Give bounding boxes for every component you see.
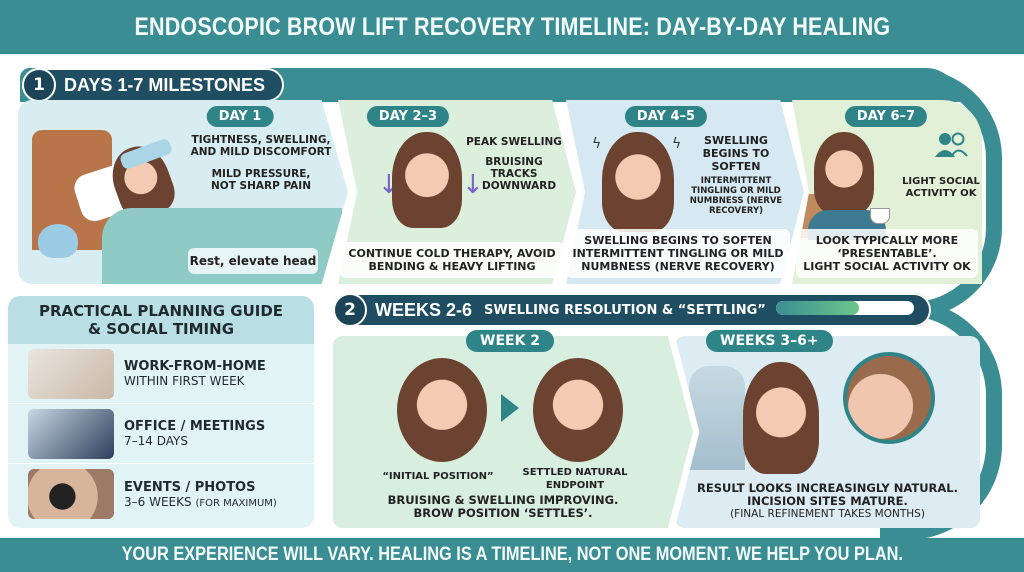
section-number: 2 — [333, 293, 367, 327]
coffee-cup-icon — [870, 208, 890, 224]
footer-banner: YOUR EXPERIENCE WILL VARY. HEALING IS A … — [0, 538, 1024, 572]
after-label: SETTLED NATURAL ENDPOINT — [522, 467, 628, 491]
page-title: ENDOSCOPIC BROW LIFT RECOVERY TIMELINE: … — [134, 12, 890, 41]
planning-item-detail-main: 3–6 WEEKS — [124, 494, 192, 509]
planning-item: EVENTS / PHOTOS 3–6 WEEKS (FOR MAXIMUM) — [8, 464, 314, 524]
day-1-caption: Rest, elevate head — [188, 248, 318, 274]
planning-item: WORK-FROM-HOME WITHIN FIRST WEEK — [8, 344, 314, 404]
day-6-7-panel: DAY 6–7 LIGHT SOCIAL ACTIVITY OK LOOK TY… — [792, 100, 982, 284]
day-caption: LOOK TYPICALLY MORE ‘PRESENTABLE’. LIGHT… — [796, 229, 978, 278]
day-1-panel: DAY 1 TIGHTNESS, SWELLING, AND MILD DISC… — [18, 100, 348, 284]
tingle-icon: ϟ — [672, 136, 682, 152]
work-from-home-photo — [28, 348, 114, 399]
caption-line: LOOK TYPICALLY MORE — [815, 234, 959, 247]
planning-title-line: PRACTICAL PLANNING GUIDE — [38, 302, 284, 320]
weeks-3-6-panel: RESULT LOOKS INCREASINGLY NATURAL. INCIS… — [675, 336, 980, 528]
caption-line: (FINAL REFINEMENT TAKES MONTHS) — [730, 508, 925, 520]
section-1-header: 1 DAYS 1-7 MILESTONES — [22, 68, 284, 102]
note: TIGHTNESS, SWELLING, AND MILD DISCOMFORT — [190, 134, 332, 158]
week-badge: WEEKS 3–6+ — [706, 330, 833, 352]
play-arrow-icon — [501, 394, 519, 422]
planning-item-detail: 7–14 DAYS — [124, 434, 188, 448]
section-label: DAYS 1-7 MILESTONES — [64, 74, 266, 95]
planning-title: PRACTICAL PLANNING GUIDE & SOCIAL TIMING — [8, 296, 314, 344]
day-4-5-notes: SWELLING BEGINS TO SOFTEN INTERMITTENT T… — [686, 134, 786, 216]
day-2-3-panel: DAY 2–3 ↓ ↓ PEAK SWELLING BRUISING TRACK… — [338, 100, 576, 284]
after-face — [533, 358, 623, 462]
week-2-panel: “INITIAL POSITION” SETTLED NATURAL ENDPO… — [333, 336, 693, 528]
background-people — [689, 366, 745, 470]
planning-item-detail: WITHIN FIRST WEEK — [124, 374, 245, 388]
day-badge: DAY 1 — [206, 106, 274, 127]
weeks-3-6-caption: RESULT LOOKS INCREASINGLY NATURAL. INCIS… — [675, 482, 980, 521]
caption-line: INCISION SITES MATURE. — [747, 494, 908, 508]
day-badge: DAY 2–3 — [366, 106, 450, 127]
before-face — [397, 358, 487, 462]
people-icon — [934, 132, 970, 158]
day-2-3-notes: PEAK SWELLING BRUISING TRACKS DOWNWARD — [464, 136, 564, 192]
ice-pack-icon — [38, 224, 78, 258]
planning-item-detail: 3–6 WEEKS (FOR MAXIMUM) — [124, 495, 277, 509]
before-label: “INITIAL POSITION” — [382, 471, 494, 482]
office-meeting-photo — [28, 408, 114, 459]
progress-fill — [776, 301, 859, 315]
caption-line: BROW POSITION ‘SETTLES’. — [413, 506, 593, 520]
caption-line: RESULT LOOKS INCREASINGLY NATURAL. — [697, 481, 958, 495]
camera-photo — [28, 469, 114, 519]
section-number: 1 — [22, 68, 56, 102]
note: BRUISING TRACKS DOWNWARD — [482, 156, 557, 192]
section-sublabel: SWELLING RESOLUTION & “SETTLING” — [484, 302, 766, 318]
day-4-5-panel: DAY 4–5 ϟ ϟ SWELLING BEGINS TO SOFTEN IN… — [566, 100, 804, 284]
planning-item-title: WORK-FROM-HOME — [124, 359, 266, 374]
planning-item: OFFICE / MEETINGS 7–14 DAYS — [8, 404, 314, 464]
result-face — [743, 362, 819, 474]
footer-text: YOUR EXPERIENCE WILL VARY. HEALING IS A … — [121, 544, 903, 565]
note: INTERMITTENT TINGLING OR MILD NUMBNESS (… — [689, 176, 783, 216]
note: SWELLING BEGINS TO SOFTEN — [702, 134, 770, 173]
note: PEAK SWELLING — [466, 136, 562, 148]
caption-line: ‘PRESENTABLE’. — [837, 247, 937, 260]
recovery-progress-bar — [776, 301, 914, 315]
day-caption: SWELLING BEGINS TO SOFTEN INTERMITTENT T… — [566, 229, 790, 278]
note: MILD PRESSURE, NOT SHARP PAIN — [211, 168, 311, 192]
planning-item-note: (FOR MAXIMUM) — [195, 497, 277, 509]
day-1-notes: TIGHTNESS, SWELLING, AND MILD DISCOMFORT… — [186, 134, 336, 192]
planning-item-title: OFFICE / MEETINGS — [124, 419, 266, 434]
patient-face — [602, 132, 674, 232]
day-caption: CONTINUE COLD THERAPY, AVOID BENDING & H… — [340, 242, 564, 278]
caption-line: BRUISING & SWELLING IMPROVING. — [387, 493, 619, 507]
week-2-caption: BRUISING & SWELLING IMPROVING. BROW POSI… — [373, 494, 633, 520]
day-badge: DAY 4–5 — [624, 106, 708, 127]
incision-zoom-circle — [843, 352, 935, 444]
caption-line: LIGHT SOCIAL ACTIVITY OK — [803, 260, 971, 273]
week-badge: WEEK 2 — [466, 330, 555, 352]
down-arrow-icon: ↓ — [462, 170, 484, 200]
planning-item-title: EVENTS / PHOTOS — [124, 479, 256, 495]
section-label: WEEKS 2-6 — [375, 299, 473, 320]
patient-face-bruised — [392, 132, 462, 228]
day-badge: DAY 6–7 — [844, 106, 928, 127]
planning-title-line: & SOCIAL TIMING — [87, 320, 235, 338]
day-6-7-note: LIGHT SOCIAL ACTIVITY OK — [902, 176, 980, 199]
planning-guide: PRACTICAL PLANNING GUIDE & SOCIAL TIMING… — [8, 296, 314, 528]
patient-face-smiling — [814, 132, 874, 214]
tingle-icon: ϟ — [592, 136, 602, 152]
title-bar: ENDOSCOPIC BROW LIFT RECOVERY TIMELINE: … — [0, 0, 1024, 54]
